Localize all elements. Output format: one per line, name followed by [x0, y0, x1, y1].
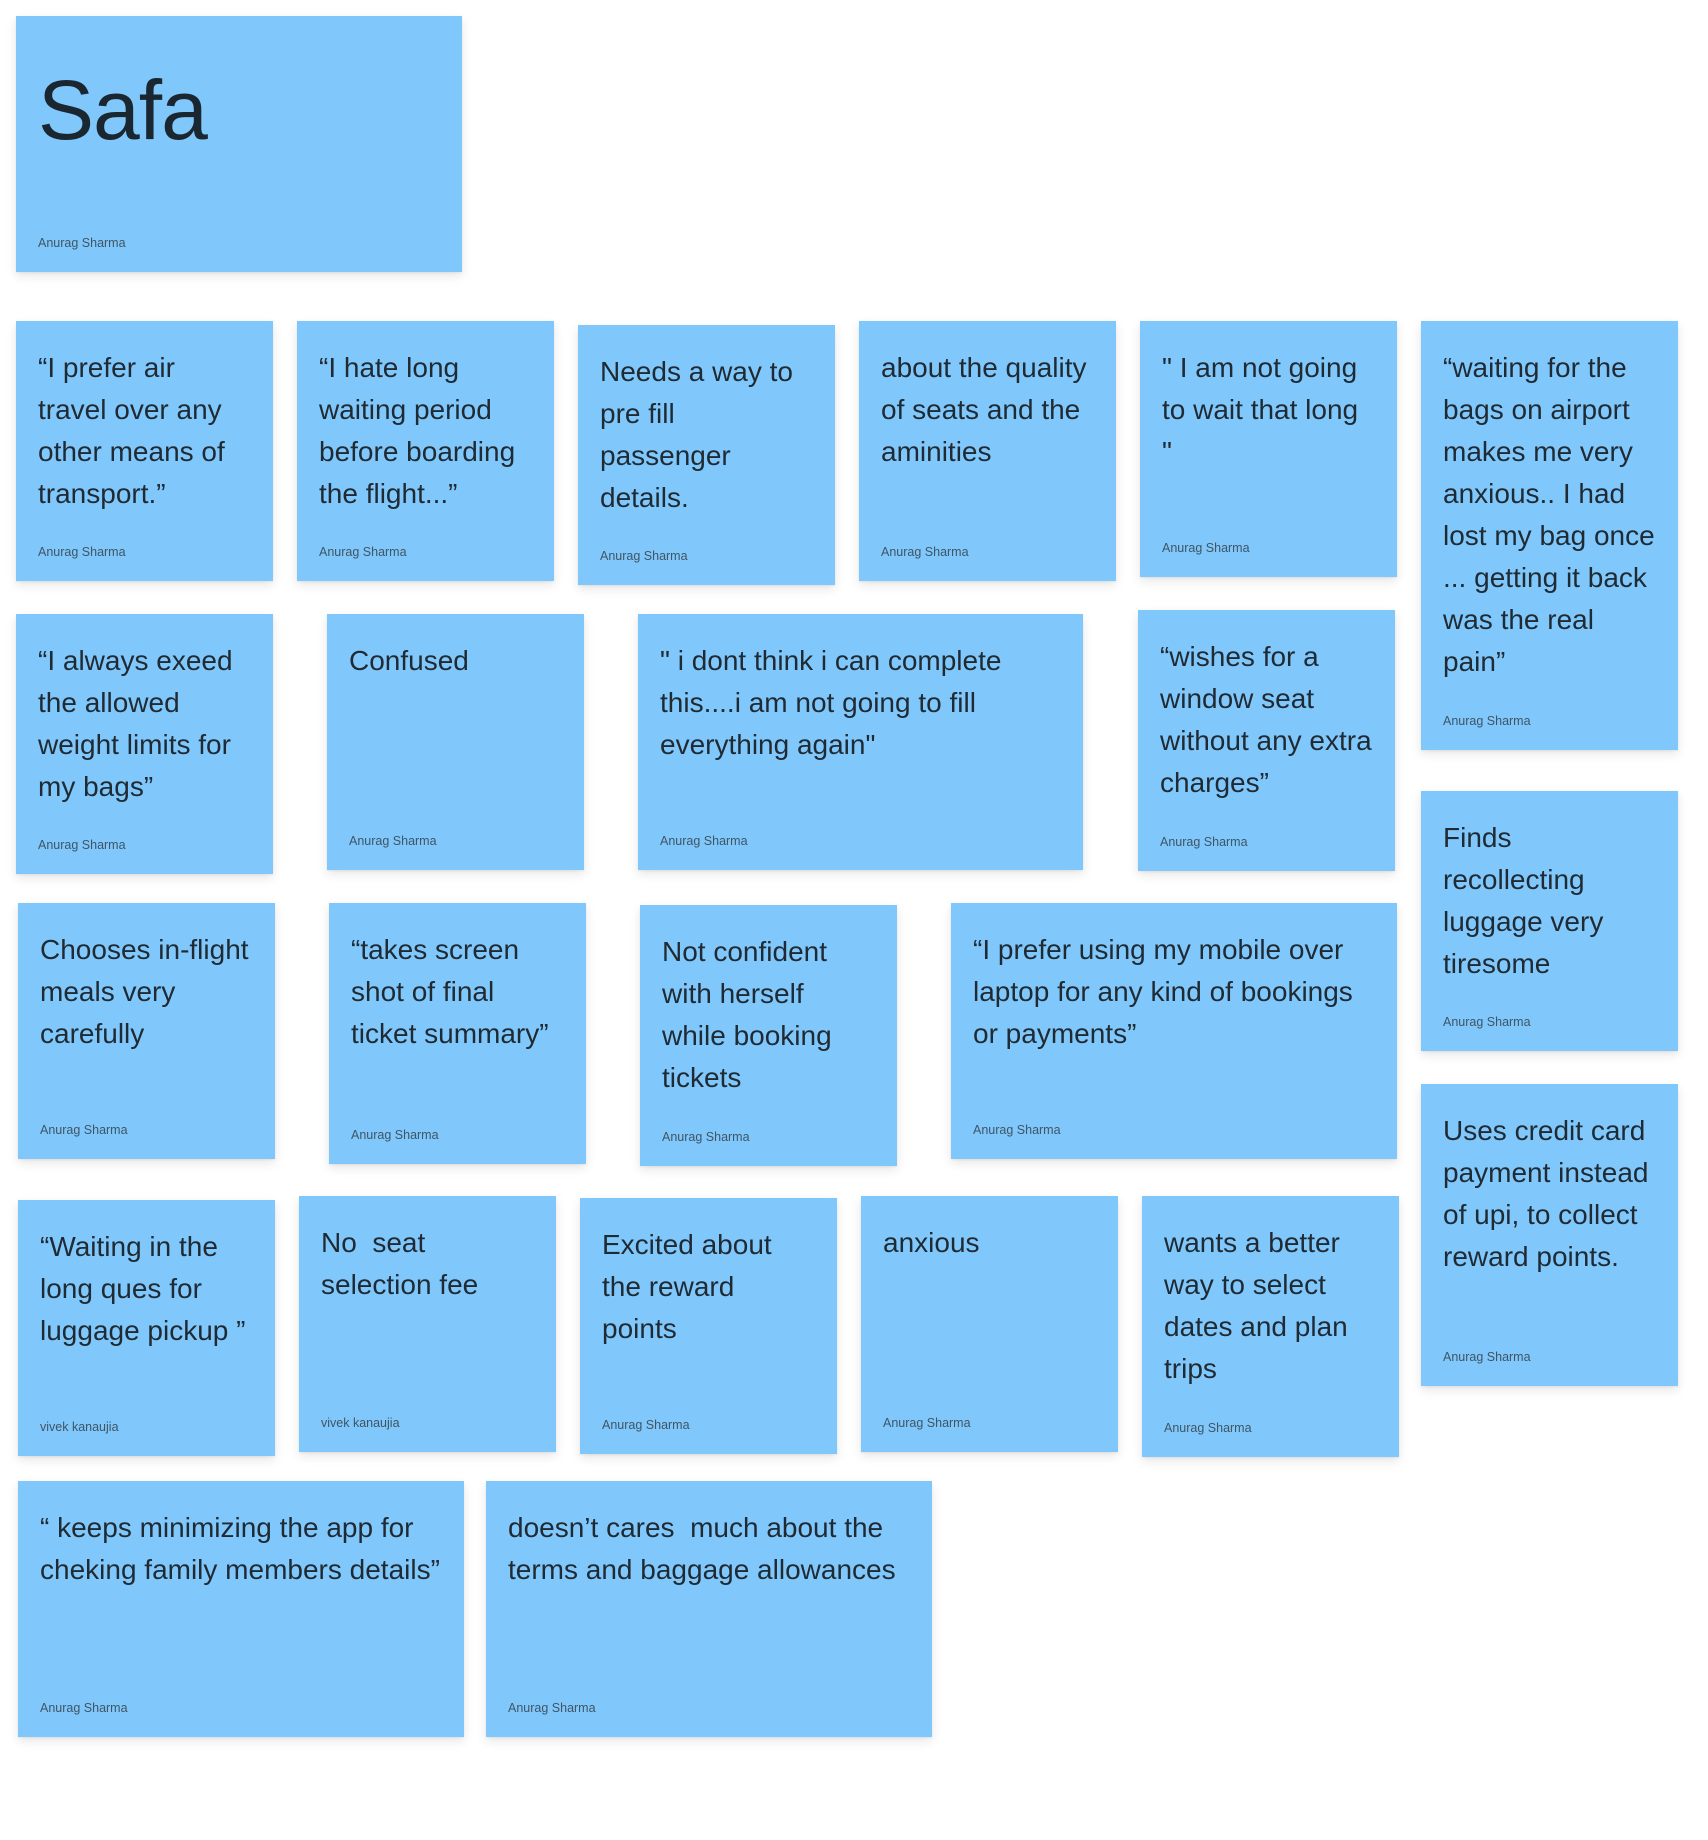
- sticky-note-text: " I am not going to wait that long ": [1162, 352, 1366, 467]
- sticky-note[interactable]: “waiting for the bags on airport makes m…: [1421, 321, 1678, 750]
- title-note-text: Safa: [38, 63, 208, 157]
- sticky-note-author: Anurag Sharma: [349, 834, 437, 848]
- sticky-note-author: Anurag Sharma: [1164, 1421, 1252, 1435]
- sticky-note-author: Anurag Sharma: [602, 1418, 690, 1432]
- sticky-note-text: “Waiting in the long ques for luggage pi…: [40, 1231, 246, 1346]
- sticky-note[interactable]: Uses credit card payment instead of upi,…: [1421, 1084, 1678, 1386]
- sticky-note-author: Anurag Sharma: [319, 545, 407, 559]
- sticky-note-text: Finds recollecting luggage very tiresome: [1443, 822, 1612, 979]
- sticky-note-text: Uses credit card payment instead of upi,…: [1443, 1115, 1657, 1272]
- sticky-note-text: " i dont think i can complete this....i …: [660, 645, 1010, 760]
- sticky-note[interactable]: Confused Anurag Sharma: [327, 614, 584, 870]
- sticky-note[interactable]: “Waiting in the long ques for luggage pi…: [18, 1200, 275, 1456]
- sticky-note-author: vivek kanaujia: [40, 1420, 119, 1434]
- sticky-note-author: Anurag Sharma: [38, 236, 126, 250]
- sticky-note-author: Anurag Sharma: [1443, 714, 1531, 728]
- sticky-note-author: Anurag Sharma: [40, 1123, 128, 1137]
- sticky-note-text: “I hate long waiting period before board…: [319, 352, 523, 509]
- sticky-note-text: Not confident with herself while booking…: [662, 936, 840, 1093]
- sticky-note[interactable]: Not confident with herself while booking…: [640, 905, 897, 1166]
- sticky-note-author: Anurag Sharma: [40, 1701, 128, 1715]
- sticky-note-text: No seat selection fee: [321, 1227, 479, 1300]
- sticky-note-author: Anurag Sharma: [883, 1416, 971, 1430]
- sticky-note-author: vivek kanaujia: [321, 1416, 400, 1430]
- sticky-note[interactable]: “wishes for a window seat without any ex…: [1138, 610, 1395, 871]
- sticky-note[interactable]: " I am not going to wait that long " Anu…: [1140, 321, 1397, 577]
- sticky-note-author: Anurag Sharma: [1443, 1350, 1531, 1364]
- sticky-note-text: “wishes for a window seat without any ex…: [1160, 641, 1380, 798]
- sticky-note-text: Chooses in-flight meals very carefully: [40, 934, 257, 1049]
- sticky-note-author: Anurag Sharma: [351, 1128, 439, 1142]
- sticky-note[interactable]: anxious Anurag Sharma: [861, 1196, 1118, 1452]
- sticky-note-author: Anurag Sharma: [1443, 1015, 1531, 1029]
- sticky-note-author: Anurag Sharma: [973, 1123, 1061, 1137]
- sticky-note[interactable]: Needs a way to pre fill passenger detail…: [578, 325, 835, 585]
- sticky-note-text: Excited about the reward points: [602, 1229, 780, 1344]
- sticky-note[interactable]: “takes screen shot of final ticket summa…: [329, 903, 586, 1164]
- sticky-note-author: Anurag Sharma: [1160, 835, 1248, 849]
- sticky-note[interactable]: Chooses in-flight meals very carefully A…: [18, 903, 275, 1159]
- sticky-note-text: “ keeps minimizing the app for cheking f…: [40, 1512, 440, 1585]
- sticky-note[interactable]: “ keeps minimizing the app for cheking f…: [18, 1481, 464, 1737]
- sticky-note-author: Anurag Sharma: [881, 545, 969, 559]
- sticky-note-text: “I always exeed the allowed weight limit…: [38, 645, 241, 802]
- sticky-note-author: Anurag Sharma: [38, 838, 126, 852]
- sticky-note[interactable]: “I prefer air travel over any other mean…: [16, 321, 273, 581]
- sticky-note-author: Anurag Sharma: [600, 549, 688, 563]
- sticky-note[interactable]: Finds recollecting luggage very tiresome…: [1421, 791, 1678, 1051]
- sticky-note-text: doesn’t cares much about the terms and b…: [508, 1512, 896, 1585]
- sticky-note-text: “I prefer using my mobile over laptop fo…: [973, 934, 1361, 1049]
- sticky-note[interactable]: about the quality of seats and the amini…: [859, 321, 1116, 581]
- sticky-note-author: Anurag Sharma: [662, 1130, 750, 1144]
- sticky-note[interactable]: " i dont think i can complete this....i …: [638, 614, 1083, 870]
- sticky-note-text: “I prefer air travel over any other mean…: [38, 352, 233, 509]
- sticky-note-text: anxious: [883, 1227, 980, 1258]
- sticky-note[interactable]: “I hate long waiting period before board…: [297, 321, 554, 581]
- sticky-note-text: Confused: [349, 645, 469, 676]
- sticky-note[interactable]: wants a better way to select dates and p…: [1142, 1196, 1399, 1457]
- sticky-note-author: Anurag Sharma: [508, 1701, 596, 1715]
- sticky-note-text: “waiting for the bags on airport makes m…: [1443, 352, 1663, 677]
- sticky-note-author: Anurag Sharma: [38, 545, 126, 559]
- sticky-note[interactable]: doesn’t cares much about the terms and b…: [486, 1481, 932, 1737]
- sticky-note[interactable]: No seat selection fee vivek kanaujia: [299, 1196, 556, 1452]
- sticky-note[interactable]: Excited about the reward points Anurag S…: [580, 1198, 837, 1454]
- sticky-note-text: wants a better way to select dates and p…: [1164, 1227, 1356, 1384]
- sticky-note-author: Anurag Sharma: [660, 834, 748, 848]
- sticky-note[interactable]: “I prefer using my mobile over laptop fo…: [951, 903, 1397, 1159]
- sticky-note-text: about the quality of seats and the amini…: [881, 352, 1095, 467]
- sticky-note-title[interactable]: Safa Anurag Sharma: [16, 16, 462, 272]
- sticky-note[interactable]: “I always exeed the allowed weight limit…: [16, 614, 273, 874]
- sticky-note-text: “takes screen shot of final ticket summa…: [351, 934, 549, 1049]
- sticky-note-author: Anurag Sharma: [1162, 541, 1250, 555]
- sticky-note-text: Needs a way to pre fill passenger detail…: [600, 356, 801, 513]
